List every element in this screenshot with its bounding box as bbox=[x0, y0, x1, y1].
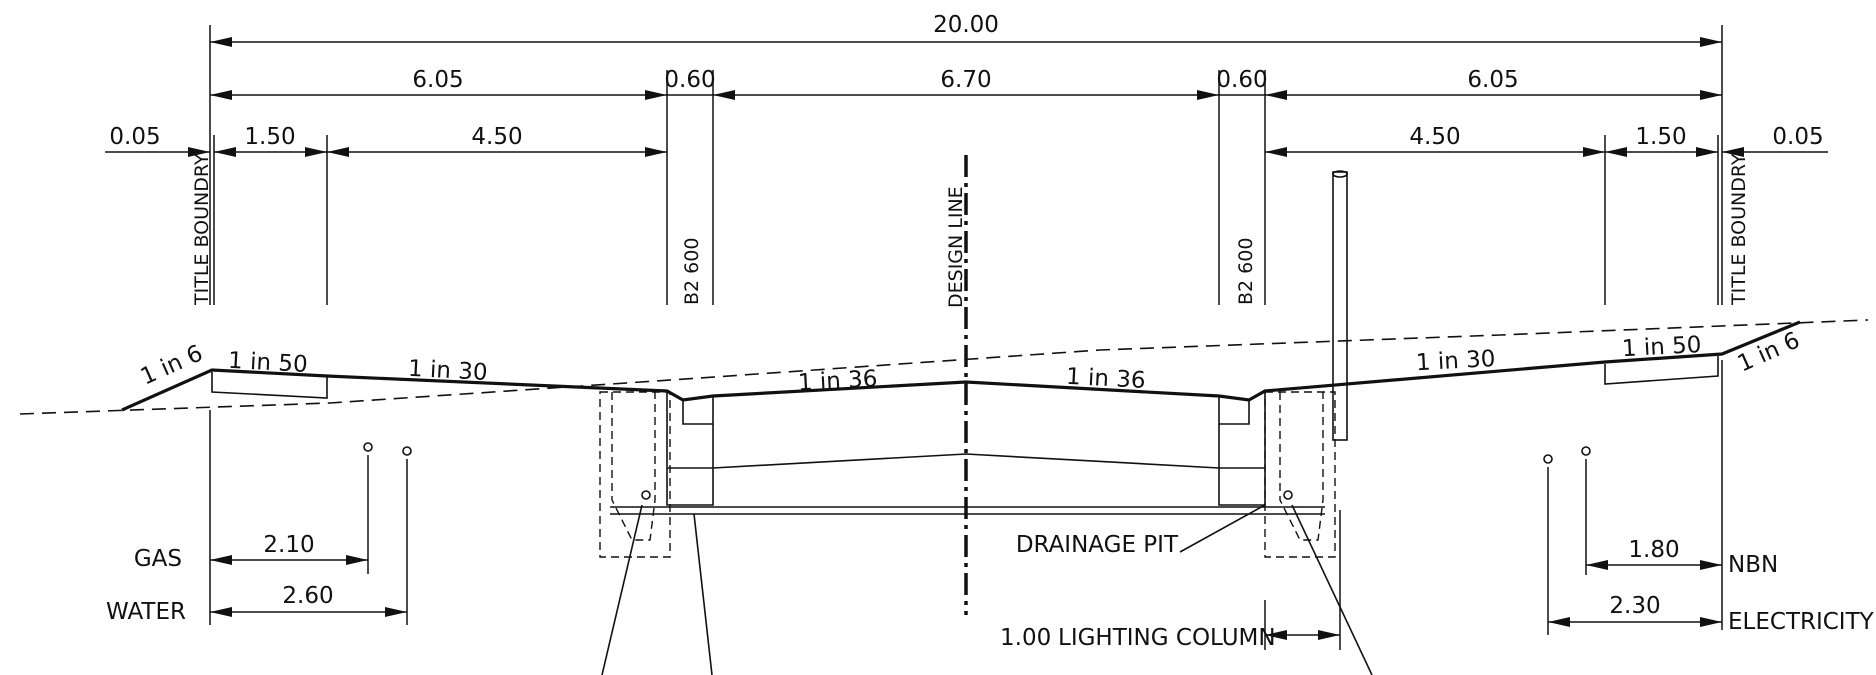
dimension-row-3: 0.05 1.50 4.50 4.50 1.50 0.05 bbox=[105, 124, 1828, 157]
dimension-row-2: 6.05 0.60 6.70 0.60 6.05 bbox=[210, 67, 1722, 100]
nbn-dimension-label: 1.80 bbox=[1628, 537, 1679, 563]
dimension-edge-left-label: 0.05 bbox=[109, 124, 160, 150]
dimension-kerb-right-label: 0.60 bbox=[1216, 67, 1267, 93]
electricity-dimension-label: 2.30 bbox=[1609, 593, 1660, 619]
slope-labels: 1 in 6 1 in 50 1 in 30 1 in 36 1 in 36 1… bbox=[137, 327, 1804, 396]
dimension-overall: 20.00 bbox=[210, 12, 1722, 47]
extension-lines bbox=[209, 25, 1723, 305]
dimension-verge-left-label: 6.05 bbox=[412, 67, 463, 93]
slope-verge-left: 1 in 30 bbox=[407, 356, 488, 386]
services-left: 2.10 GAS 2.60 WATER bbox=[106, 410, 412, 625]
road-surface bbox=[121, 320, 1801, 412]
title-boundry-right-label: TITLE BOUNDRY bbox=[1728, 153, 1750, 306]
dimension-verge-right-label: 6.05 bbox=[1467, 67, 1518, 93]
lighting-column bbox=[1332, 170, 1348, 441]
dimension-path-right-label: 1.50 bbox=[1635, 124, 1686, 150]
slope-crossfall-left: 1 in 36 bbox=[797, 366, 878, 396]
water-dimension-label: 2.60 bbox=[282, 583, 333, 609]
kerb-left bbox=[666, 391, 714, 506]
drainage-pit-label: DRAINAGE PIT bbox=[1016, 532, 1179, 558]
gas-dimension-label: 2.10 bbox=[263, 532, 314, 558]
slope-footpath-left: 1 in 50 bbox=[227, 348, 308, 378]
title-boundry-left-label: TITLE BOUNDRY bbox=[191, 153, 213, 306]
dimension-overall-label: 20.00 bbox=[933, 12, 999, 38]
dimension-path-left-label: 1.50 bbox=[244, 124, 295, 150]
footpath-slabs bbox=[211, 356, 1719, 399]
nbn-label: NBN bbox=[1728, 552, 1778, 578]
b2-600-right-label: B2 600 bbox=[1235, 238, 1257, 305]
gas-label: GAS bbox=[134, 546, 182, 572]
slope-footpath-right: 1 in 50 bbox=[1621, 332, 1702, 362]
lighting-dimension-label: 1.00 bbox=[1000, 625, 1051, 651]
electricity-label: ELECTRICITY bbox=[1728, 609, 1875, 635]
design-line-label: DESIGN LINE bbox=[945, 186, 967, 308]
annotations: DRAINAGE PIT 1.00 LIGHTING COLUMN bbox=[601, 504, 1373, 675]
slope-batter-left: 1 in 6 bbox=[137, 340, 207, 390]
water-label: WATER bbox=[106, 599, 186, 625]
slope-verge-right: 1 in 30 bbox=[1415, 346, 1496, 376]
pavement-layers bbox=[610, 453, 1325, 515]
kerb-right bbox=[1218, 391, 1266, 506]
slope-crossfall-right: 1 in 36 bbox=[1065, 364, 1146, 394]
dimension-nature-right-label: 4.50 bbox=[1409, 124, 1460, 150]
dimension-kerb-left-label: 0.60 bbox=[664, 67, 715, 93]
lighting-column-label: LIGHTING COLUMN bbox=[1058, 625, 1276, 651]
dimension-carriageway-label: 6.70 bbox=[940, 67, 991, 93]
existing-ground-line bbox=[19, 319, 1869, 415]
dimension-nature-left-label: 4.50 bbox=[471, 124, 522, 150]
services-right: 1.80 NBN 2.30 ELECTRICITY bbox=[1543, 360, 1875, 635]
vertical-labels: TITLE BOUNDRY TITLE BOUNDRY B2 600 B2 60… bbox=[191, 153, 1750, 308]
b2-600-left-label: B2 600 bbox=[681, 238, 703, 305]
dimension-edge-right-label: 0.05 bbox=[1772, 124, 1823, 150]
